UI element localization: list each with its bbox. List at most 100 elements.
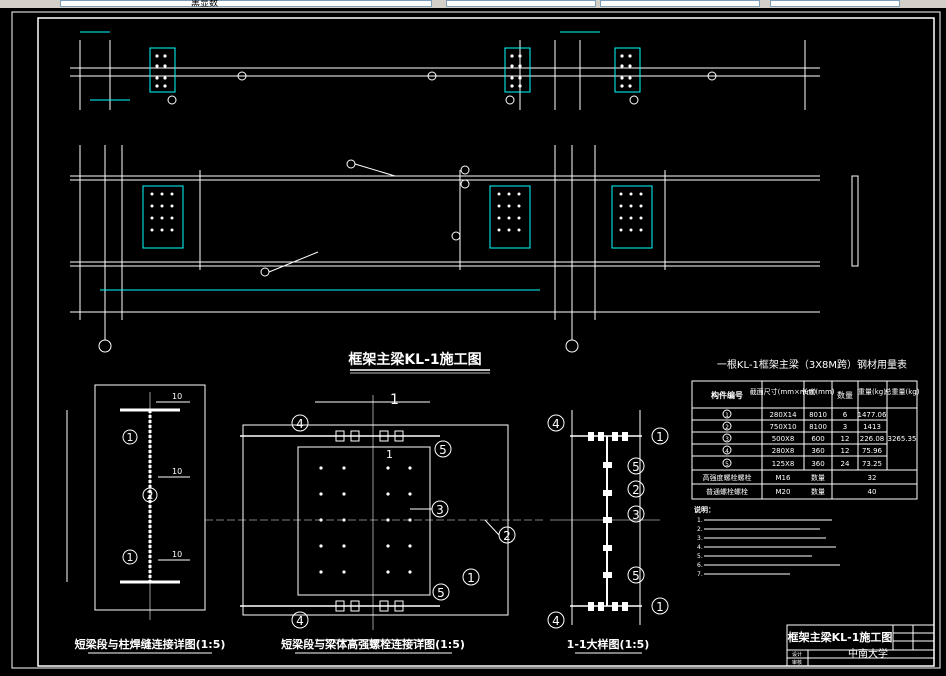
svg-text:1: 1: [656, 600, 664, 614]
svg-text:1477.06: 1477.06: [858, 411, 887, 419]
titleblock-label-review: 审核: [792, 659, 802, 666]
svg-text:8010: 8010: [809, 411, 827, 419]
svg-text:280X8: 280X8: [772, 447, 795, 455]
svg-text:2: 2: [725, 424, 729, 431]
svg-text:4: 4: [725, 448, 729, 455]
plan-callouts: [167, 71, 717, 105]
svg-text:说明：: 说明：: [694, 505, 715, 514]
notes-block: 说明： 1. 2. 3. 4. 5. 6. 7.: [694, 505, 715, 578]
svg-text:截面尺寸(mm×mm): 截面尺寸(mm×mm): [750, 387, 817, 396]
svg-text:数量: 数量: [837, 390, 853, 400]
svg-text:1: 1: [725, 412, 729, 419]
svg-text:1: 1: [656, 430, 664, 444]
svg-text:2: 2: [503, 529, 511, 543]
section-mark-top: 1: [390, 392, 399, 408]
svg-text:40: 40: [868, 488, 877, 496]
table-text: 构件编号 截面尺寸(mm×mm) 长度(mm) 数量 重量(kg) 总重量(kg…: [703, 387, 920, 496]
svg-text:数量: 数量: [811, 487, 825, 496]
weld-label-3: 10: [172, 550, 182, 559]
svg-text:4: 4: [296, 614, 304, 628]
table-title: 一根KL-1框架主梁（3X8M跨）钢材用量表: [717, 358, 907, 371]
svg-text:12: 12: [841, 435, 850, 443]
svg-text:4: 4: [296, 417, 304, 431]
svg-text:6: 6: [843, 411, 848, 419]
svg-text:2: 2: [147, 489, 154, 502]
svg-text:8100: 8100: [809, 423, 827, 431]
detail2-bolts: [319, 466, 412, 574]
svg-text:构件编号: 构件编号: [711, 390, 743, 400]
table-total: 3265.35: [888, 435, 917, 443]
detail3-title: 1-1大样图(1:5): [567, 637, 650, 651]
detail1-title: 短梁段与柱焊缝连接详图(1:5): [75, 637, 226, 651]
svg-text:5: 5: [725, 461, 729, 468]
section-mark-bottom: 1: [386, 448, 393, 461]
svg-text:360: 360: [811, 460, 824, 468]
svg-text:24: 24: [841, 460, 850, 468]
svg-text:73.25: 73.25: [862, 460, 882, 468]
layer-value: 黑显数: [191, 0, 219, 9]
plan-view-bolts: [155, 54, 632, 88]
svg-text:3: 3: [436, 503, 444, 517]
plotstyle-dropdown[interactable]: [770, 0, 900, 7]
lineweight-dropdown[interactable]: [600, 0, 760, 7]
svg-text:5: 5: [632, 569, 640, 583]
titleblock-label-design: 设计: [792, 651, 802, 658]
svg-text:M20: M20: [776, 488, 791, 496]
svg-text:4.: 4.: [697, 544, 703, 551]
elevation-view-beam: [70, 145, 859, 353]
titleblock-school: 中南大学: [848, 647, 888, 660]
svg-text:重量(kg): 重量(kg): [858, 388, 886, 396]
cad-drawing: 框架主梁KL-1施工图 1 2 1 10 10 10 短梁段与柱焊缝连接详图(1…: [11, 11, 941, 669]
plan-view-beam: [70, 31, 820, 110]
weld-label-2: 10: [172, 467, 182, 476]
svg-text:6.: 6.: [697, 562, 703, 569]
svg-text:M16: M16: [776, 474, 791, 482]
svg-text:1: 1: [467, 571, 475, 585]
svg-text:750X10: 750X10: [769, 423, 796, 431]
titleblock-title: 框架主梁KL-1施工图: [788, 630, 893, 644]
notes-lines: [704, 519, 840, 575]
svg-text:226.08: 226.08: [860, 435, 885, 443]
detail2-top-bolts: [335, 430, 404, 612]
detail2-title: 短梁段与梁体高强螺栓连接详图(1:5): [281, 637, 465, 651]
linetype-dropdown[interactable]: [446, 0, 596, 7]
svg-text:4: 4: [552, 417, 560, 431]
detail-bolt-connection: [205, 395, 545, 641]
svg-text:1.: 1.: [697, 517, 703, 524]
svg-text:2.: 2.: [697, 526, 703, 533]
svg-text:1413: 1413: [863, 423, 881, 431]
svg-text:5: 5: [439, 443, 447, 457]
svg-text:5: 5: [437, 586, 445, 600]
svg-text:总重量(kg): 总重量(kg): [885, 387, 920, 396]
svg-text:3: 3: [725, 436, 729, 443]
svg-text:1: 1: [127, 551, 134, 564]
layer-dropdown[interactable]: 黑显数: [60, 0, 432, 9]
svg-text:500X8: 500X8: [772, 435, 795, 443]
inner-border: [37, 17, 935, 667]
svg-text:125X8: 125X8: [772, 460, 795, 468]
svg-text:1: 1: [127, 431, 134, 444]
svg-text:5.: 5.: [697, 553, 703, 560]
svg-text:75.96: 75.96: [862, 447, 883, 455]
weld-label-1: 10: [172, 392, 182, 401]
svg-text:280X14: 280X14: [769, 411, 797, 419]
svg-text:4: 4: [552, 614, 560, 628]
svg-text:5: 5: [632, 460, 640, 474]
title-block: [786, 624, 935, 667]
svg-text:7.: 7.: [697, 571, 703, 578]
svg-text:2: 2: [632, 483, 640, 497]
svg-text:600: 600: [811, 435, 824, 443]
svg-text:12: 12: [841, 447, 850, 455]
detail3-bolts: [588, 432, 628, 611]
svg-text:数量: 数量: [811, 473, 825, 482]
elevation-bolts: [150, 192, 643, 232]
elevation-callouts: [260, 159, 470, 277]
material-table: [691, 380, 918, 500]
outer-border: [11, 11, 941, 669]
drawing-canvas[interactable]: 框架主梁KL-1施工图 1 2 1 10 10 10 短梁段与柱焊缝连接详图(1…: [0, 8, 946, 672]
svg-text:32: 32: [868, 474, 877, 482]
svg-text:高强度螺栓螺栓: 高强度螺栓螺栓: [703, 473, 752, 482]
main-drawing-title: 框架主梁KL-1施工图: [348, 351, 481, 368]
svg-text:长度(mm): 长度(mm): [801, 387, 834, 396]
svg-text:3: 3: [843, 423, 847, 431]
